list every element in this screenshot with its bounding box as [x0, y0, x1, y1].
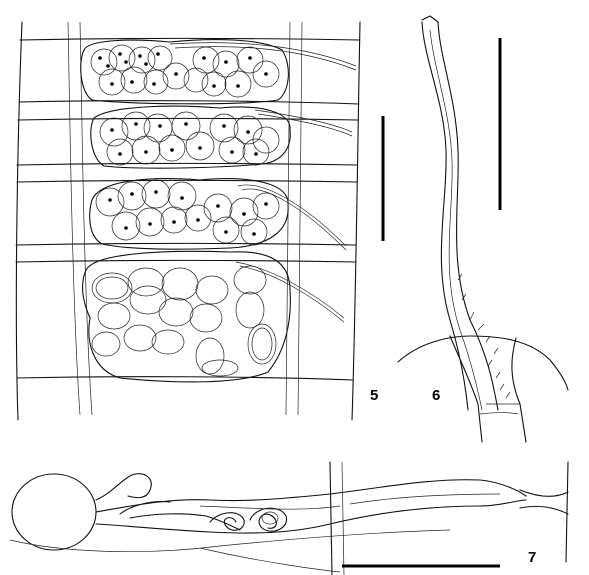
panel-label-6: 6 — [432, 387, 440, 404]
panel-6-drawing — [397, 15, 569, 443]
panel-label-7: 7 — [528, 549, 536, 566]
panel-label-5: 5 — [370, 387, 378, 404]
panel-7-drawing — [9, 461, 569, 575]
panel-5-drawing — [15, 21, 361, 421]
